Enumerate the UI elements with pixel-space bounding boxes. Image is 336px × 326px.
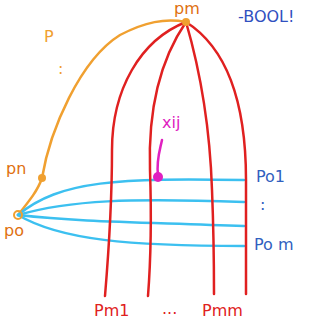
blue-line [18,215,244,246]
path-name: Pmm [200,302,245,320]
path-name: Pm1 [92,302,131,320]
point-name: po [2,222,26,240]
blue-line [18,179,244,215]
point-name: pm [172,0,202,18]
point-name: pn [4,160,28,178]
intersection-dot [153,172,163,182]
variable-name: xij [160,114,182,132]
pointer-line [157,140,162,176]
point-dot [182,18,190,26]
blue-line [18,215,244,226]
ellipsis-mark: ... [160,300,179,318]
path-name: Po m [252,236,296,254]
red-line [186,22,246,294]
path-name: Po1 [254,168,287,186]
ellipsis-mark: : [258,196,267,214]
red-line [105,22,186,296]
note-text: -BOOL! [236,8,296,26]
point-dot [38,174,46,182]
path-curve [18,21,186,215]
red-line [186,22,214,294]
ellipsis-mark: : [56,60,65,78]
point-dot [14,211,22,219]
path-name: P [42,28,56,46]
blue-line [18,200,244,215]
red-line [148,22,186,296]
